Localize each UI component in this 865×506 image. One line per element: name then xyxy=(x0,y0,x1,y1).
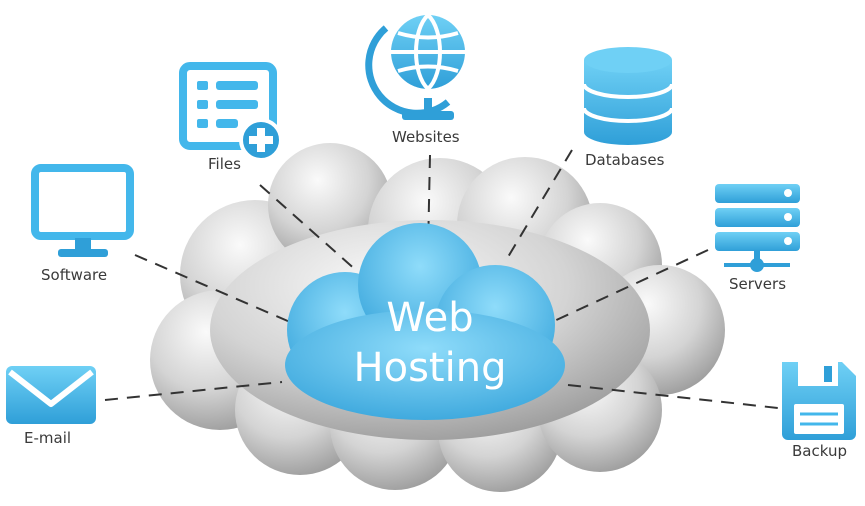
connector-backup xyxy=(567,384,779,409)
servers-label: Servers xyxy=(729,275,787,293)
backup-label: Backup xyxy=(792,442,847,460)
connector-lines xyxy=(104,149,779,409)
connector-email xyxy=(104,381,283,401)
connector-servers xyxy=(551,249,709,323)
email-label: E-mail xyxy=(24,429,72,447)
center-title-line2: Hosting xyxy=(353,345,507,391)
connector-software xyxy=(134,254,291,323)
websites-label: Websites xyxy=(392,128,460,146)
files-label: Files xyxy=(208,155,241,173)
center-title-line1: Web xyxy=(386,295,474,341)
web-hosting-cloud xyxy=(285,223,565,420)
monitor-icon xyxy=(31,164,134,257)
floppy-disk-icon xyxy=(782,362,856,440)
connector-websites xyxy=(427,154,431,251)
software-label: Software xyxy=(41,266,108,284)
files-icon xyxy=(179,62,283,162)
databases-label: Databases xyxy=(585,151,665,169)
server-rack-icon xyxy=(715,184,800,272)
database-icon xyxy=(582,47,674,145)
envelope-icon xyxy=(6,366,96,424)
globe-icon xyxy=(365,13,465,120)
